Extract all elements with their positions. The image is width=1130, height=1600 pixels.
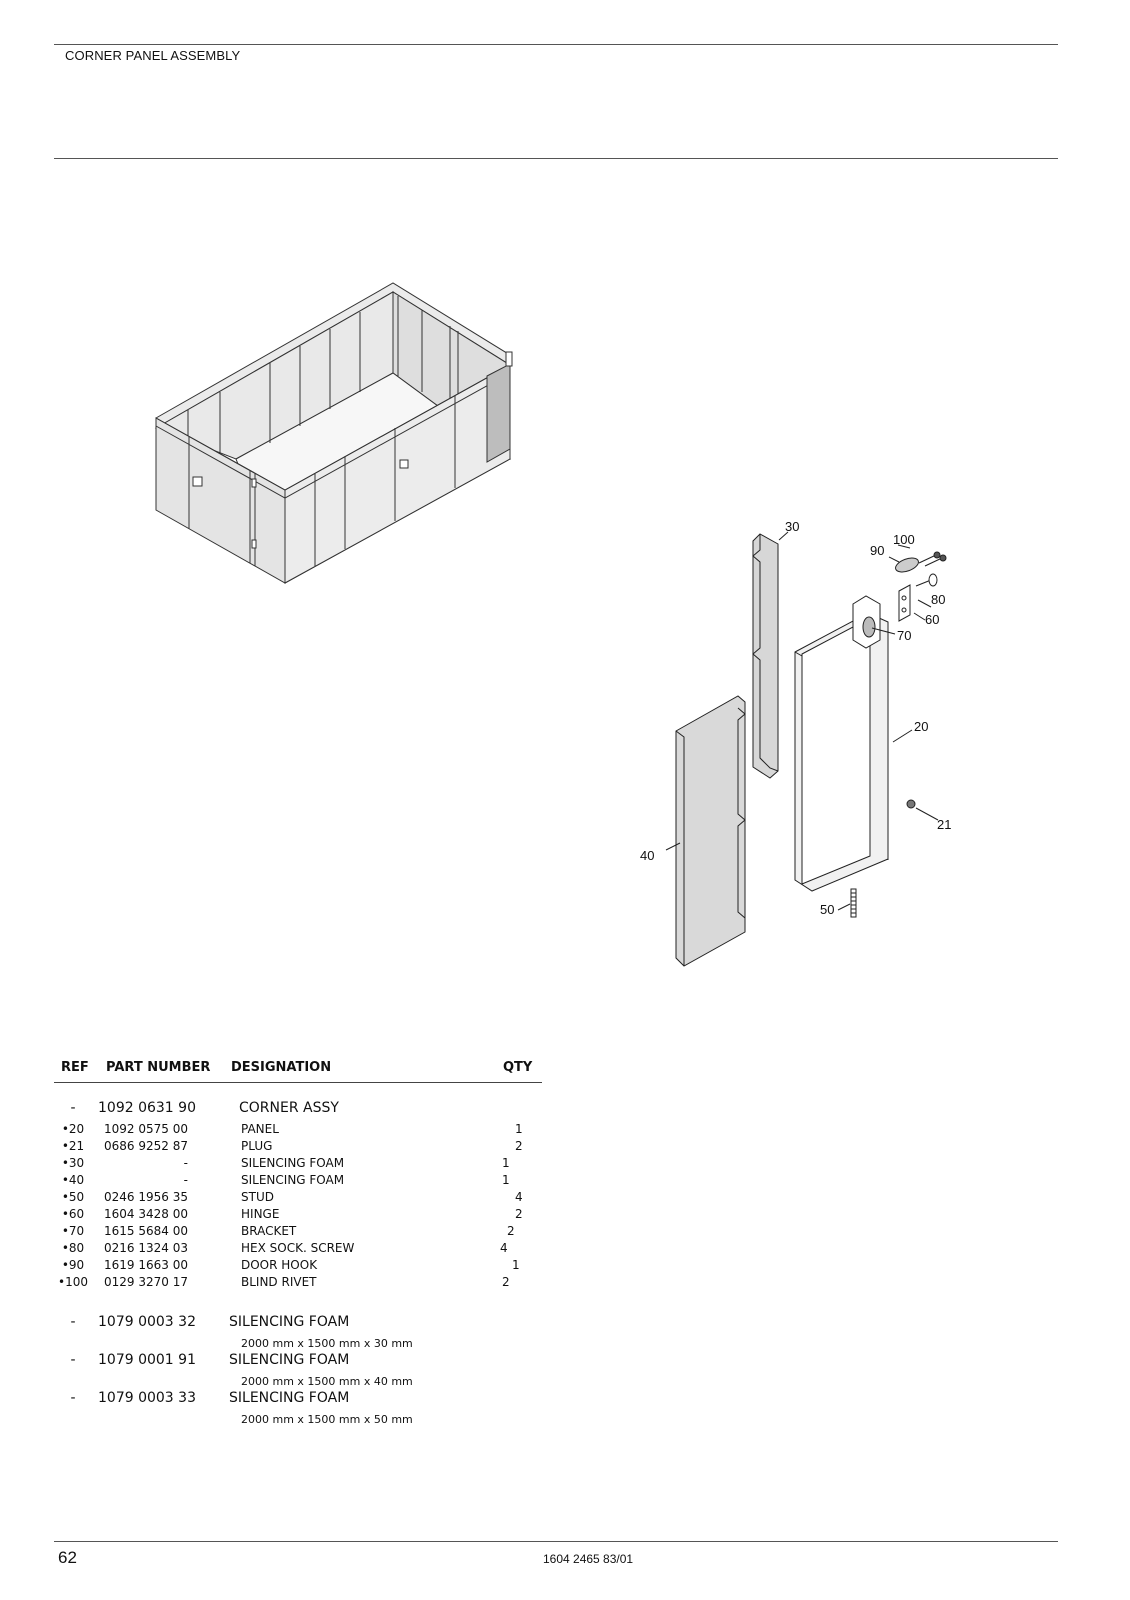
header-bottom-rule [54,158,1058,159]
footer-rule [54,1541,1058,1542]
foam-size: 2000 mm x 1500 mm x 40 mm [241,1375,413,1388]
page-number: 62 [58,1548,77,1567]
callout-20: 20 [914,719,928,734]
table-header-rule [54,1082,542,1083]
document-number: 1604 2465 83/01 [543,1552,634,1566]
callout-80: 80 [931,592,945,607]
callout-90: 90 [870,543,884,558]
enclosure-illustration [154,282,513,584]
callout-50: 50 [820,902,834,917]
callout-60: 60 [925,612,939,627]
col-part-number: PART NUMBER [106,1060,211,1075]
callout-40: 40 [640,848,654,863]
callout-100: 100 [893,532,915,547]
col-designation: DESIGNATION [231,1060,332,1075]
callout-21: 21 [937,817,951,832]
top-rule [54,44,1058,45]
callout-30: 30 [785,519,799,534]
exploded-panel-illustration: 30 100 90 80 60 70 20 21 40 50 [640,519,951,967]
col-qty: QTY [503,1060,533,1075]
callout-70: 70 [897,628,911,643]
foam-size: 2000 mm x 1500 mm x 30 mm [241,1337,413,1350]
foam-size: 2000 mm x 1500 mm x 50 mm [241,1413,413,1426]
col-ref: REF [61,1060,89,1075]
page-title: CORNER PANEL ASSEMBLY [65,48,241,63]
